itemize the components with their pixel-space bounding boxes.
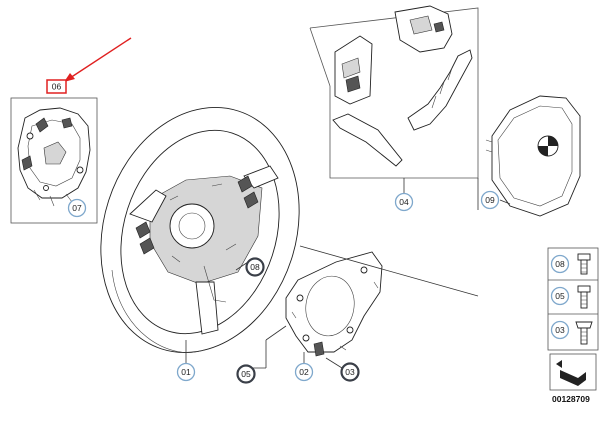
callout-05-circle bbox=[236, 364, 256, 384]
callout-04-circle bbox=[394, 192, 414, 212]
callout-04[interactable]: 04 bbox=[394, 192, 414, 212]
panel-callout-05-circle bbox=[550, 286, 570, 306]
callout-01-text: 01 bbox=[181, 367, 191, 377]
label-06-box[interactable]: 06 bbox=[46, 79, 67, 94]
panel-callout-03[interactable]: 03 bbox=[550, 320, 570, 340]
panel-callout-03-circle bbox=[550, 320, 570, 340]
part-07-drawing bbox=[17, 107, 91, 207]
callout-05[interactable]: 05 bbox=[236, 364, 256, 384]
panel-callout-08[interactable]: 08 bbox=[550, 254, 570, 274]
callout-08-text: 08 bbox=[250, 262, 260, 272]
callout-02-text: 02 bbox=[299, 367, 309, 377]
part-09-airbag bbox=[485, 95, 581, 217]
callout-03-circle bbox=[340, 362, 360, 382]
highlight-arrow bbox=[64, 37, 132, 82]
panel-callout-05[interactable]: 05 bbox=[550, 286, 570, 306]
panel-callout-03-text: 03 bbox=[555, 325, 565, 335]
callout-09-text: 09 bbox=[485, 195, 495, 205]
side-panel-callouts: 08 05 03 bbox=[550, 254, 570, 340]
callout-07[interactable]: 07 bbox=[67, 198, 87, 218]
part-02-mounting-plate bbox=[285, 251, 383, 357]
part-04-drawing bbox=[332, 5, 473, 167]
label-06-text: 06 bbox=[52, 82, 62, 92]
callout-08-circle bbox=[245, 257, 265, 277]
callout-05-text: 05 bbox=[241, 369, 251, 379]
callout-01-circle bbox=[176, 362, 196, 382]
callouts: 01 02 03 04 05 07 08 09 bbox=[67, 190, 500, 384]
callout-01[interactable]: 01 bbox=[176, 362, 196, 382]
callout-02[interactable]: 02 bbox=[294, 362, 314, 382]
callout-03-text: 03 bbox=[345, 367, 355, 377]
callout-03[interactable]: 03 bbox=[340, 362, 360, 382]
panel-callout-08-text: 08 bbox=[555, 259, 565, 269]
callout-09-circle bbox=[480, 190, 500, 210]
screw-08-icon bbox=[577, 253, 591, 275]
diagram-logo-box bbox=[549, 353, 597, 391]
callout-08[interactable]: 08 bbox=[245, 257, 265, 277]
callout-07-text: 07 bbox=[72, 203, 82, 213]
callout-04-text: 04 bbox=[399, 197, 409, 207]
panel-callout-08-circle bbox=[550, 254, 570, 274]
screw-05-icon bbox=[577, 285, 591, 309]
diagram-number: 00128709 bbox=[552, 394, 590, 404]
part-01-steering-wheel bbox=[100, 107, 300, 353]
side-panel bbox=[547, 247, 599, 351]
callout-02-circle bbox=[294, 362, 314, 382]
panel-callout-05-text: 05 bbox=[555, 291, 565, 301]
screw-03-icon bbox=[575, 321, 593, 345]
callout-09[interactable]: 09 bbox=[480, 190, 500, 210]
callout-07-circle bbox=[67, 198, 87, 218]
part-07-frame bbox=[10, 97, 98, 224]
